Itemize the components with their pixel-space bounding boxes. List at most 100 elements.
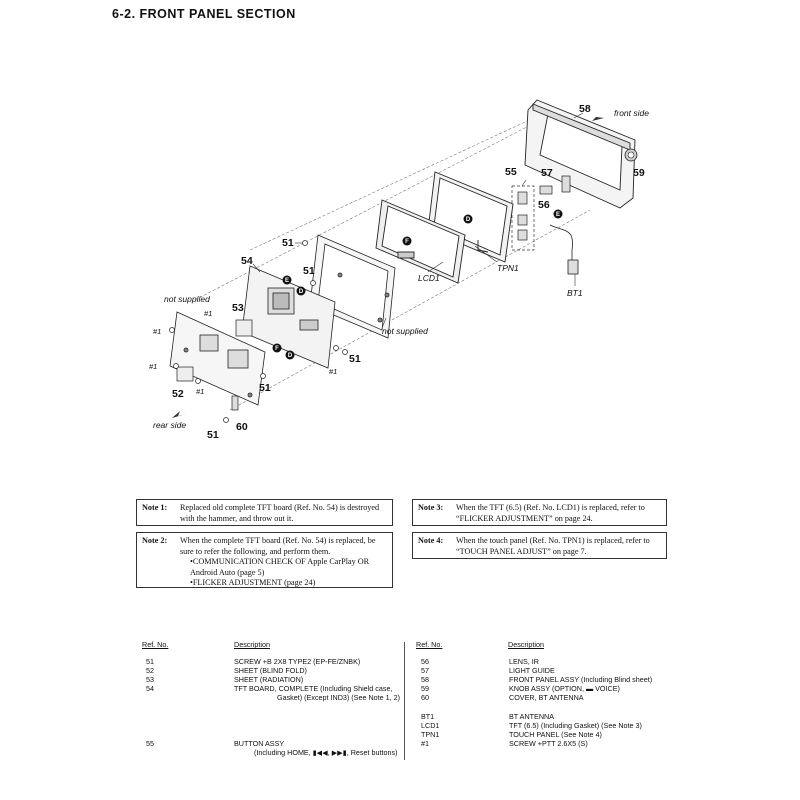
- connector-label-d: D: [288, 353, 293, 359]
- part-ref: BT1: [421, 712, 435, 721]
- knob-assy: [624, 148, 638, 162]
- part-ref: 52: [146, 666, 154, 675]
- note-2: Note 2: When the complete TFT board (Ref.…: [136, 532, 393, 588]
- bt-antenna-cover: [231, 395, 239, 411]
- part-desc: FRONT PANEL ASSY (Including Blind sheet): [509, 675, 653, 684]
- ref-57: 57: [541, 167, 553, 179]
- radiation-sheet: [235, 319, 253, 337]
- part-desc: TFT BOARD, COMPLETE (Including Shield ca…: [234, 684, 393, 693]
- note-1-label: Note 1:: [142, 503, 168, 512]
- bt-antenna: [549, 224, 579, 275]
- ref-55: 55: [505, 166, 517, 178]
- part-ref: 55: [146, 739, 154, 748]
- screw-label: #1: [153, 327, 161, 336]
- part-desc: SHEET (RADIATION): [234, 675, 304, 684]
- part-ref: 57: [421, 666, 429, 675]
- front-panel-assy: [524, 99, 636, 209]
- blind-sheet: [176, 366, 194, 382]
- note-3-label: Note 3:: [418, 503, 444, 512]
- exploded-view-diagram: D F E D F D E 58 59 55 57 56 51 54 51 53…: [149, 99, 649, 441]
- screw-label: #1: [149, 362, 157, 371]
- part-desc: SCREW +PTT 2.6X5 (S): [509, 739, 588, 748]
- part-desc: COVER, BT ANTENNA: [509, 693, 584, 702]
- bt1-label: BT1: [567, 288, 583, 298]
- ref-51-top: 51: [282, 237, 294, 249]
- ref-60: 60: [236, 421, 248, 433]
- front-side-label: front side: [614, 108, 649, 118]
- connector-label-f: F: [405, 239, 409, 245]
- part-ref: TPN1: [421, 730, 440, 739]
- part-ref: 54: [146, 684, 154, 693]
- part-ref: LCD1: [421, 721, 440, 730]
- parts-header-desc: Description: [234, 640, 270, 649]
- note-2-label: Note 2:: [142, 536, 168, 545]
- part-ref: 56: [421, 657, 429, 666]
- button-assy-outline: [511, 185, 535, 251]
- part-ref: 51: [146, 657, 154, 666]
- screw-label: #1: [204, 309, 212, 318]
- leader-lines: [252, 112, 584, 329]
- note-2-item: FLICKER ADJUSTMENT (page 24): [190, 578, 381, 589]
- explosion-lines: [194, 114, 591, 411]
- parts-header-desc: Description: [508, 640, 544, 649]
- part-desc: TFT (6.5) (Including Gasket) (See Note 3…: [509, 721, 642, 730]
- part-desc: (Including HOME, ▮◀◀, ▶▶▮, Reset buttons…: [254, 748, 398, 757]
- part-desc: SCREW +B 2X8 TYPE2 (EP-FE/ZNBK): [234, 657, 361, 666]
- part-desc: KNOB ASSY (OPTION, ▬ VOICE): [509, 684, 620, 693]
- screw-label: #1: [329, 367, 337, 376]
- note-4-label: Note 4:: [418, 536, 444, 545]
- ref-51-right: 51: [349, 353, 361, 365]
- part-desc: BT ANTENNA: [509, 712, 554, 721]
- connector-markers: [272, 209, 563, 360]
- ref-56: 56: [538, 199, 550, 211]
- parts-header-ref: Ref. No.: [416, 640, 443, 649]
- part-ref: 60: [421, 693, 429, 702]
- note-2-text: When the complete TFT board (Ref. No. 54…: [180, 536, 376, 556]
- screw-label: #1: [196, 387, 204, 396]
- light-guide-lens: [539, 175, 571, 195]
- part-ref: 53: [146, 675, 154, 684]
- screws: [169, 240, 348, 423]
- part-desc: BUTTON ASSY: [234, 739, 285, 748]
- note-4: Note 4: When the touch panel (Ref. No. TP…: [412, 532, 667, 559]
- note-1: Note 1: Replaced old complete TFT board (…: [136, 499, 393, 526]
- part-desc: TOUCH PANEL (See Note 4): [509, 730, 602, 739]
- connector-label-f: F: [275, 346, 279, 352]
- button-assy: [517, 191, 528, 241]
- note-3: Note 3: When the TFT (6.5) (Ref. No. LCD1…: [412, 499, 667, 526]
- part-ref: 58: [421, 675, 429, 684]
- part-ref: #1: [421, 739, 429, 748]
- ref-53: 53: [232, 302, 244, 314]
- ref-59: 59: [633, 167, 645, 179]
- note-2-item: COMMUNICATION CHECK OF Apple CarPlay OR …: [190, 557, 381, 578]
- ref-58: 58: [579, 103, 591, 115]
- note-3-text: When the TFT (6.5) (Ref. No. LCD1) is re…: [456, 503, 645, 523]
- ref-51-bottom: 51: [207, 429, 219, 441]
- parts-header-ref: Ref. No.: [142, 640, 169, 649]
- part-ref: 59: [421, 684, 429, 693]
- connector-label-e: E: [556, 212, 560, 218]
- part-desc: Gasket) (Except IND3) (See Note 1, 2): [277, 693, 401, 702]
- parts-column-divider: [404, 642, 405, 760]
- ref-52: 52: [172, 388, 184, 400]
- tpn1-label: TPN1: [497, 263, 519, 273]
- tft-board: [241, 265, 336, 369]
- lcd1-label: LCD1: [418, 273, 440, 283]
- note-4-text: When the touch panel (Ref. No. TPN1) is …: [456, 536, 650, 556]
- note-1-text: Replaced old complete TFT board (Ref. No…: [180, 503, 380, 523]
- rear-side-label: rear side: [153, 420, 186, 430]
- part-desc: LIGHT GUIDE: [509, 666, 555, 675]
- connector-label-d: D: [299, 289, 304, 295]
- ref-51-mid: 51: [303, 265, 315, 277]
- rear-shield: [169, 311, 266, 406]
- not-supplied-right: not supplied: [382, 326, 428, 336]
- section-title: 6-2. FRONT PANEL SECTION: [112, 7, 296, 21]
- part-desc: SHEET (BLIND FOLD): [234, 666, 307, 675]
- connector-label-e: E: [285, 278, 289, 284]
- rear-side-arrow: [172, 411, 186, 418]
- part-desc: LENS, IR: [509, 657, 539, 666]
- not-supplied-left: not supplied: [164, 294, 210, 304]
- front-side-arrow: [592, 117, 604, 121]
- ref-54: 54: [241, 255, 253, 267]
- ref-51-low: 51: [259, 382, 271, 394]
